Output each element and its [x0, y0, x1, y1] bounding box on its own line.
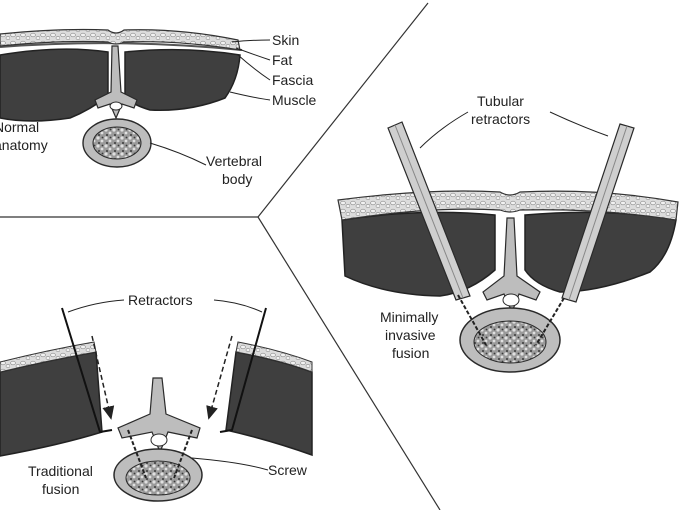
tubular-retractors-label-line2: retractors — [471, 111, 530, 127]
normal-anatomy-title-line1: Normal — [0, 119, 39, 135]
normal-anatomy-title-line2: anatomy — [0, 137, 48, 153]
screw-label: Screw — [268, 462, 308, 478]
muscle-label: Muscle — [272, 92, 317, 108]
retractors-label: Retractors — [128, 292, 193, 308]
vertebral-body-label-line2: body — [222, 171, 252, 187]
minimally-invasive-title-line1: Minimally — [380, 309, 438, 325]
vertebral-body-label-line1: Vertebral — [206, 153, 262, 169]
fat-label: Fat — [272, 52, 292, 68]
tubular-retractors-label-line1: Tubular — [477, 93, 524, 109]
traditional-fusion-title-line1: Traditional — [28, 463, 93, 479]
fascia-label: Fascia — [272, 72, 313, 88]
minimally-invasive-title-line3: fusion — [392, 345, 429, 361]
skin-label: Skin — [272, 32, 299, 48]
traditional-fusion-title-line2: fusion — [42, 481, 79, 497]
minimally-invasive-title-line2: invasive — [385, 327, 436, 343]
